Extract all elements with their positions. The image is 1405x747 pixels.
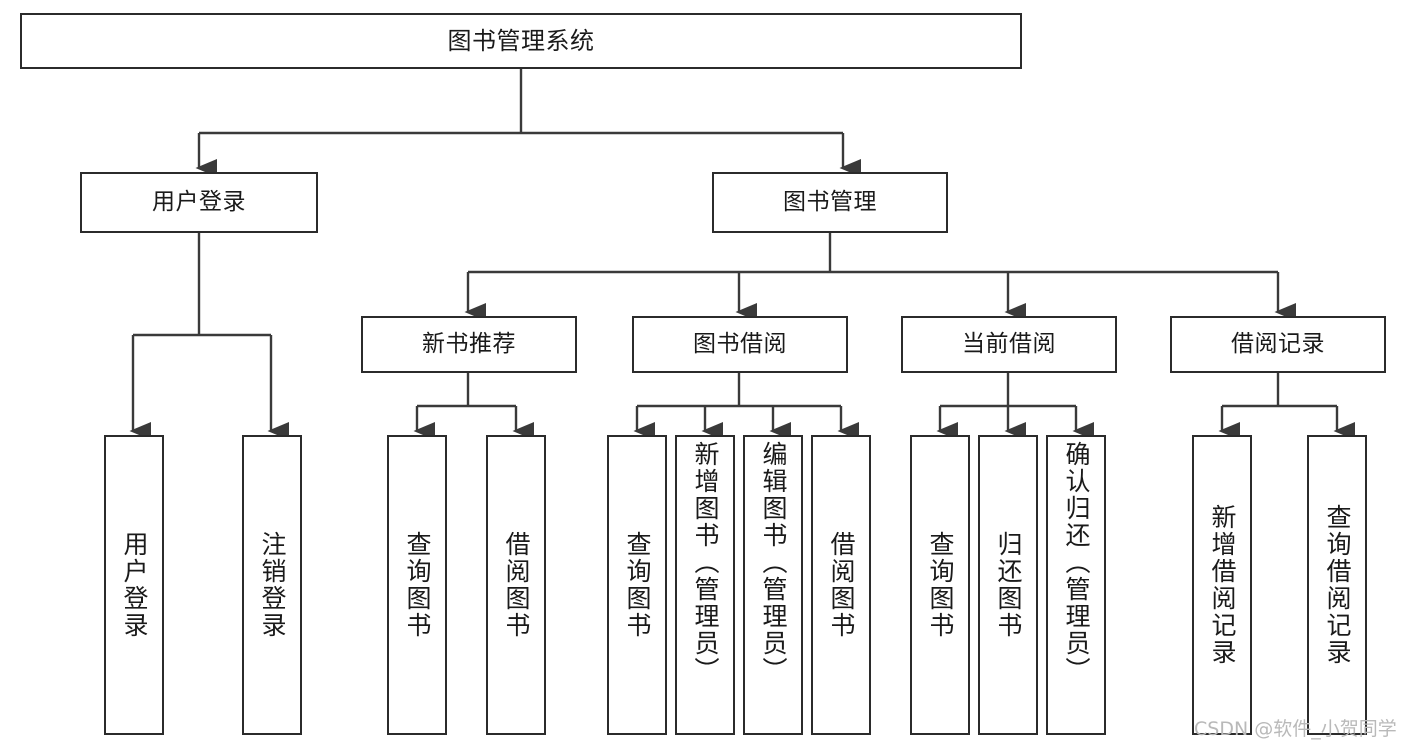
node-leaf-confirm-return[interactable]: 确认归还（管理员） <box>1046 435 1106 735</box>
node-leaf-query-book-2[interactable]: 查询图书 <box>607 435 667 735</box>
node-label: 查询图书 <box>623 531 652 639</box>
node-label: 归还图书 <box>994 531 1023 639</box>
node-book-borrow[interactable]: 图书借阅 <box>632 316 848 373</box>
node-label: 查询图书 <box>926 531 955 639</box>
node-label: 当前借阅 <box>962 330 1056 357</box>
node-label: 图书管理系统 <box>447 26 595 55</box>
node-current-borrow[interactable]: 当前借阅 <box>901 316 1117 373</box>
node-label: 用户登录 <box>120 531 149 639</box>
node-borrow-record[interactable]: 借阅记录 <box>1170 316 1386 373</box>
node-label: 确认归还（管理员） <box>1062 441 1091 684</box>
node-root-system[interactable]: 图书管理系统 <box>20 13 1022 69</box>
node-leaf-add-record[interactable]: 新增借阅记录 <box>1192 435 1252 735</box>
csdn-watermark: CSDN @软件_小贺同学 <box>1194 718 1397 740</box>
node-leaf-query-record[interactable]: 查询借阅记录 <box>1307 435 1367 735</box>
node-label: 借阅记录 <box>1231 330 1325 357</box>
node-leaf-query-book-3[interactable]: 查询图书 <box>910 435 970 735</box>
node-label: 借阅图书 <box>502 531 531 639</box>
node-label: 图书借阅 <box>693 330 787 357</box>
node-label: 新书推荐 <box>422 330 516 357</box>
node-new-book-recommend[interactable]: 新书推荐 <box>361 316 577 373</box>
node-label: 借阅图书 <box>827 531 856 639</box>
node-leaf-borrow-book-1[interactable]: 借阅图书 <box>486 435 546 735</box>
node-leaf-borrow-book-2[interactable]: 借阅图书 <box>811 435 871 735</box>
node-label: 新增借阅记录 <box>1208 504 1237 666</box>
node-leaf-logout-login[interactable]: 注销登录 <box>242 435 302 735</box>
node-label: 查询借阅记录 <box>1323 504 1352 666</box>
node-label: 用户登录 <box>152 188 246 215</box>
node-leaf-edit-book[interactable]: 编辑图书（管理员） <box>743 435 803 735</box>
node-leaf-add-book[interactable]: 新增图书（管理员） <box>675 435 735 735</box>
node-leaf-query-book-1[interactable]: 查询图书 <box>387 435 447 735</box>
node-book-management[interactable]: 图书管理 <box>712 172 948 233</box>
node-label: 编辑图书（管理员） <box>759 441 788 684</box>
node-user-login[interactable]: 用户登录 <box>80 172 318 233</box>
node-leaf-return-book[interactable]: 归还图书 <box>978 435 1038 735</box>
node-label: 查询图书 <box>403 531 432 639</box>
node-leaf-user-login[interactable]: 用户登录 <box>104 435 164 735</box>
node-label: 注销登录 <box>258 531 287 639</box>
node-label: 图书管理 <box>783 188 877 215</box>
node-label: 新增图书（管理员） <box>691 441 720 684</box>
